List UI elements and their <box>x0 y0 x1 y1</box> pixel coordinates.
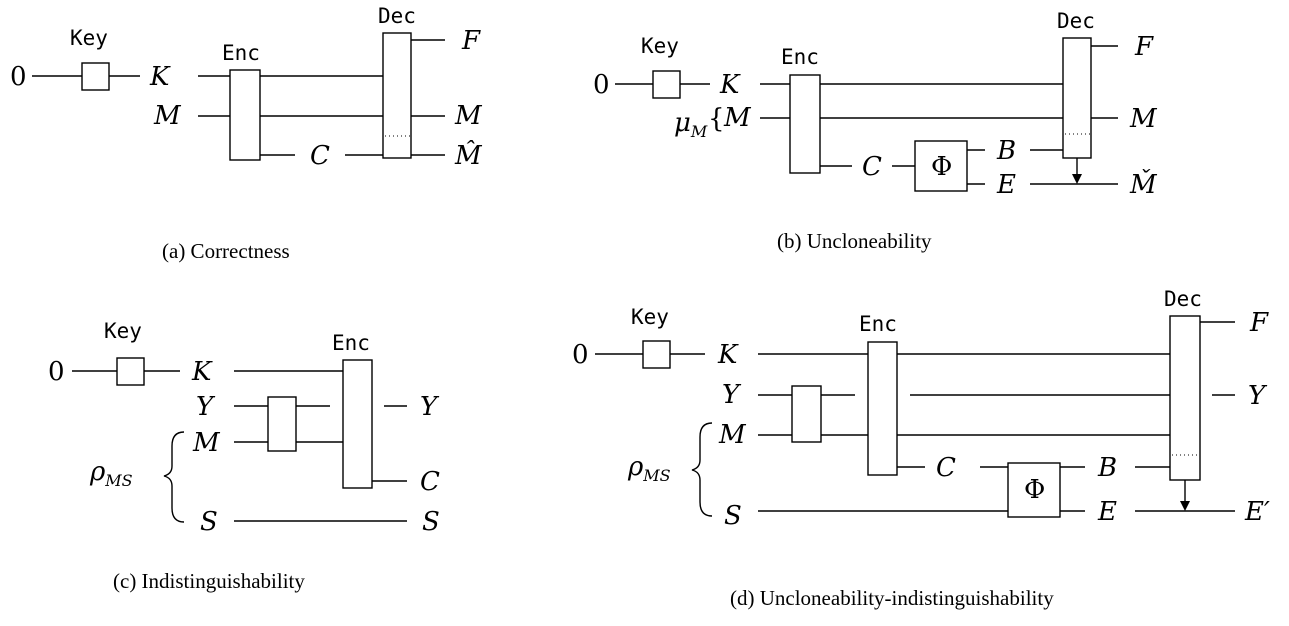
label-E: E <box>996 170 1016 200</box>
dec-box <box>1062 37 1092 159</box>
arrow-head <box>1072 174 1082 184</box>
label-Y: Y <box>196 392 216 422</box>
phi-label: Φ <box>1024 475 1045 505</box>
input-zero: 0 <box>48 357 65 387</box>
panel-c-indistinguishability: 0 Key K Y M S ρMS Enc Y C S (c) Indistin… <box>48 319 440 593</box>
output-F: F <box>461 26 481 56</box>
label-K: K <box>717 340 739 370</box>
enc-label: Enc <box>781 45 819 69</box>
phi-label: Φ <box>931 152 952 182</box>
key-box <box>116 357 145 386</box>
label-B: B <box>1097 453 1117 483</box>
key-box <box>642 340 671 369</box>
label-rho: ρMS <box>89 457 133 490</box>
label-S: S <box>200 507 218 537</box>
output-Y: Y <box>1248 381 1268 411</box>
left-brace <box>163 431 185 523</box>
phi-box <box>914 140 968 192</box>
label-C: C <box>936 453 956 483</box>
key-label: Key <box>641 34 679 58</box>
label-M: M <box>723 103 752 133</box>
label-K: K <box>719 70 741 100</box>
enc-box <box>867 341 898 476</box>
caption: (b) Uncloneability <box>777 229 932 253</box>
arrow-head <box>1180 501 1190 511</box>
label-C: C <box>310 141 330 171</box>
enc-box <box>229 69 261 161</box>
label-S: S <box>724 501 742 531</box>
key-box <box>652 70 681 99</box>
enc-label: Enc <box>859 312 897 336</box>
dec-label: Dec <box>1164 287 1202 311</box>
output-M: M <box>454 101 483 131</box>
key-label: Key <box>70 26 108 50</box>
key-box <box>81 62 110 91</box>
label-Y: Y <box>722 380 742 410</box>
label-K: K <box>149 62 171 92</box>
input-zero: 0 <box>10 62 27 92</box>
key-label: Key <box>631 305 669 329</box>
output-M-check: M̌ <box>1129 169 1158 200</box>
left-brace <box>691 422 713 517</box>
output-F: F <box>1249 308 1269 338</box>
enc-label: Enc <box>222 41 260 65</box>
unitary-box <box>267 396 297 452</box>
label-M: M <box>192 428 221 458</box>
key-label: Key <box>104 319 142 343</box>
output-M-hat: M̂ <box>454 140 483 171</box>
dec-box <box>1169 315 1201 481</box>
input-zero: 0 <box>572 340 589 370</box>
output-C: C <box>420 467 440 497</box>
output-S: S <box>422 507 440 537</box>
dec-label: Dec <box>378 4 416 28</box>
dec-box <box>382 32 412 159</box>
panel-a-correctness: 0 Key K M Enc C Dec F M M̂ (a) Correctne… <box>10 4 483 263</box>
output-Y: Y <box>420 392 440 422</box>
label-rho: ρMS <box>627 452 671 485</box>
label-K: K <box>191 357 213 387</box>
caption: (c) Indistinguishability <box>113 569 305 593</box>
label-M: M <box>718 420 747 450</box>
caption: (a) Correctness <box>162 239 290 263</box>
label-C: C <box>862 152 882 182</box>
output-M: M <box>1129 104 1158 134</box>
label-mu: μM <box>674 108 708 141</box>
panel-b-uncloneability: 0 Key K μM { M Enc C Φ B E Dec F M <box>593 9 1158 253</box>
label-E: E <box>1097 497 1117 527</box>
label-M: M <box>153 101 182 131</box>
dec-label: Dec <box>1057 9 1095 33</box>
input-zero: 0 <box>593 70 610 100</box>
output-E-prime: E′ <box>1244 497 1270 527</box>
unitary-box <box>791 385 822 443</box>
enc-box <box>342 359 373 489</box>
phi-box <box>1007 462 1061 518</box>
panel-d-uncloneability-indistinguishability: 0 Key K Y M S ρMS Enc C Φ B E <box>572 287 1270 610</box>
enc-label: Enc <box>332 331 370 355</box>
enc-box <box>789 74 821 174</box>
label-B: B <box>996 136 1016 166</box>
caption: (d) Uncloneability-indistinguishability <box>730 586 1054 610</box>
output-F: F <box>1134 32 1154 62</box>
left-brace: { <box>708 104 725 134</box>
